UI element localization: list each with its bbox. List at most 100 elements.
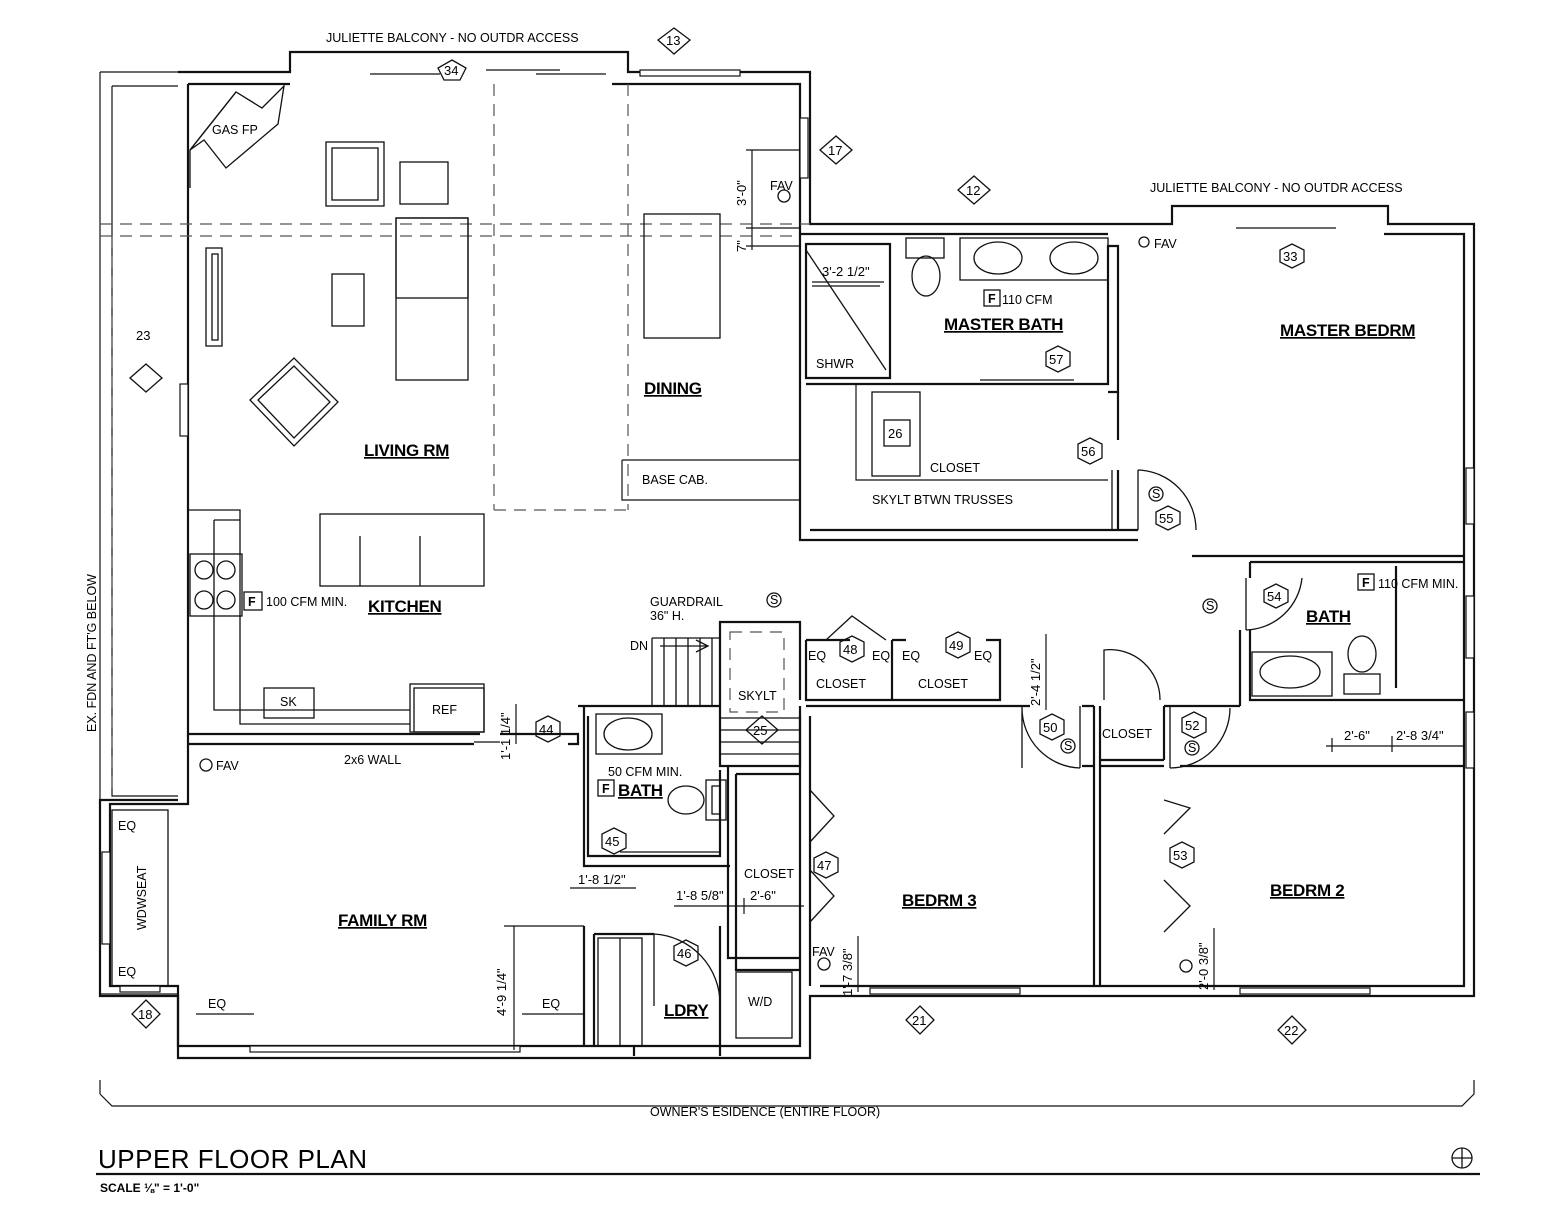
dimension-2-6-bedroom-2: 2'-6" [1344, 728, 1370, 743]
dimension-3-2-half: 3'-2 1/2" [822, 264, 870, 279]
text-annotations: JULIETTE BALCONY - NO OUTDR ACCESS JULIE… [85, 31, 1458, 1195]
dimension-1-8-half: 1'-8 1/2" [578, 872, 626, 887]
foundation-note: EX. FDN AND FT'G BELOW [85, 574, 99, 732]
stair-treads [651, 637, 800, 755]
fav-label-family: FAV [216, 759, 239, 773]
tag-48: 48 [843, 642, 857, 657]
room-23-label: 23 [136, 328, 150, 343]
room-dining: DINING [644, 379, 702, 398]
closet-label-master: CLOSET [930, 461, 980, 475]
fan-mark-bath-west: F [602, 782, 610, 796]
guardrail-label: GUARDRAIL [650, 595, 723, 609]
drawing-scale: SCALE ⅛" = 1'-0" [100, 1181, 199, 1195]
wall-2x6-label: 2x6 WALL [344, 753, 401, 767]
skylight-trusses-label: SKYLT BTWN TRUSSES [872, 493, 1013, 507]
dimension-lines [99, 149, 1475, 1107]
room-bedroom-3: BEDRM 3 [902, 891, 976, 910]
small-tag-3: S [1206, 599, 1214, 613]
base-cabinet-label: BASE CAB. [642, 473, 708, 487]
eq-label-3: EQ [902, 649, 920, 663]
fan-master-bath-label: 110 CFM [1002, 293, 1052, 307]
room-master-bedroom: MASTER BEDRM [1280, 321, 1415, 340]
sink-label: SK [280, 695, 297, 709]
overhead-dashed-lines [100, 84, 810, 796]
tag-45: 45 [605, 834, 619, 849]
tag-17: 17 [828, 143, 842, 158]
eq-label-1: EQ [808, 649, 826, 663]
room-living: LIVING RM [364, 441, 449, 460]
room-master-bath: MASTER BATH [944, 315, 1063, 334]
dimension-2-8-three-quarter: 2'-8 3/4" [1396, 728, 1444, 743]
dimension-2-6-closet: 2'-6" [750, 888, 776, 903]
washer-dryer-label: W/D [748, 995, 772, 1009]
closet-label-49: CLOSET [918, 677, 968, 691]
dimension-4-9-quarter: 4'-9 1/4" [494, 968, 509, 1016]
room-family: FAMILY RM [338, 911, 427, 930]
room-kitchen: KITCHEN [368, 597, 441, 616]
window-seat-label: WDWSEAT [135, 865, 149, 930]
extent-note: OWNER'S ESIDENCE (ENTIRE FLOOR) [650, 1105, 880, 1119]
doors [370, 69, 1336, 1006]
tag-55: 55 [1159, 511, 1173, 526]
tag-34: 34 [444, 63, 458, 78]
tag-50: 50 [1043, 720, 1057, 735]
fan-mark-bath-east: F [1362, 576, 1370, 590]
fav-label-master: FAV [1154, 237, 1177, 251]
refrigerator-label: REF [432, 703, 457, 717]
closet-label-47: CLOSET [744, 867, 794, 881]
fan-kitchen-label: 100 CFM MIN. [266, 595, 347, 609]
fan-mark-kitchen: F [248, 595, 256, 609]
furniture [111, 84, 1381, 1047]
tag-53: 53 [1173, 848, 1187, 863]
small-tag-1: S [770, 593, 778, 607]
dimension-1-8-five-eighths: 1'-8 5/8" [676, 888, 724, 903]
tag-57: 57 [1049, 352, 1063, 367]
eq-label-6: EQ [118, 965, 136, 979]
windows [101, 69, 1475, 1053]
tag-46: 46 [677, 946, 691, 961]
dimension-2-4-half: 2'-4 1/2" [1028, 658, 1043, 706]
room-laundry: LDRY [664, 1001, 709, 1020]
fan-mark-master-bath: F [988, 292, 996, 306]
balcony-note-east: JULIETTE BALCONY - NO OUTDR ACCESS [1150, 181, 1403, 195]
drawing-title: UPPER FLOOR PLAN [98, 1144, 368, 1174]
closet-label-hall: CLOSET [1102, 727, 1152, 741]
tag-25: 25 [753, 723, 767, 738]
tag-18: 18 [138, 1007, 152, 1022]
eq-label-8: EQ [542, 997, 560, 1011]
room-bath-east: BATH [1306, 607, 1351, 626]
interior-walls [188, 234, 1464, 1056]
fav-label-bedroom-3: FAV [812, 945, 835, 959]
room-bedroom-2: BEDRM 2 [1270, 881, 1344, 900]
fav-label-dining: FAV [770, 179, 793, 193]
balcony-note-west: JULIETTE BALCONY - NO OUTDR ACCESS [326, 31, 579, 45]
tag-22: 22 [1284, 1023, 1298, 1038]
small-tag-2: S [1152, 487, 1160, 501]
tag-56: 56 [1081, 444, 1095, 459]
dimension-1-7-three-eighths: 1'-7 3/8" [840, 948, 855, 996]
tag-33: 33 [1283, 249, 1297, 264]
fan-bath-west-label: 50 CFM MIN. [608, 765, 682, 779]
dimension-7: 7" [734, 240, 749, 252]
tag-44: 44 [539, 722, 553, 737]
guardrail-height-label: 36" H. [650, 609, 684, 623]
dimension-1-1-quarter: 1'-1 1/4" [498, 712, 513, 760]
shower-label: SHWR [816, 357, 854, 371]
tag-52: 52 [1185, 718, 1199, 733]
stair-down-label: DN [630, 639, 648, 653]
gas-fireplace-label: GAS FP [212, 123, 258, 137]
skylight-label: SKYLT [738, 689, 777, 703]
eq-label-5: EQ [118, 819, 136, 833]
eq-label-7: EQ [208, 997, 226, 1011]
fan-bath-east-label: 110 CFM MIN. [1378, 577, 1458, 591]
tag-markers [96, 27, 1480, 1176]
eq-label-2: EQ [872, 649, 890, 663]
eq-label-4: EQ [974, 649, 992, 663]
dimension-3-0: 3'-0" [734, 180, 749, 206]
tag-13: 13 [666, 33, 680, 48]
room-bath-west: BATH [618, 781, 663, 800]
small-tag-4: S [1064, 739, 1072, 753]
tag-47: 47 [817, 858, 831, 873]
tag-21: 21 [912, 1013, 926, 1028]
